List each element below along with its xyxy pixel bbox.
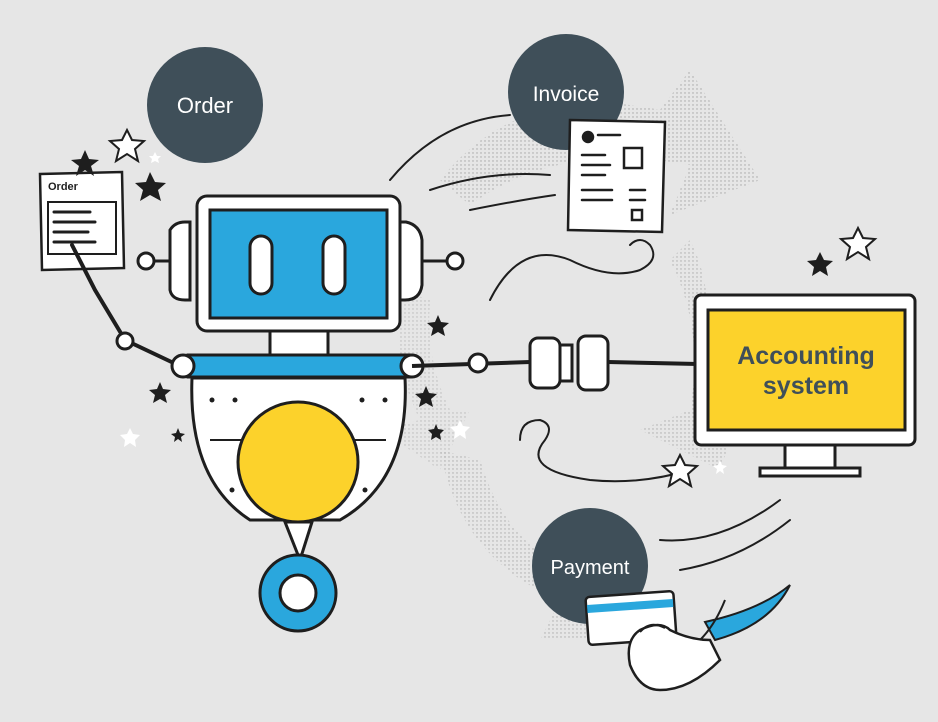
robot-icon	[136, 194, 465, 633]
swoosh-shape	[703, 584, 791, 642]
invoice-bubble-label: Invoice	[533, 83, 600, 106]
order-bubble: Order	[147, 47, 263, 163]
robot-arm	[70, 243, 182, 368]
monitor-title-line1: Accounting	[737, 342, 875, 370]
monitor-icon: Accounting system	[693, 293, 917, 478]
motion-lines	[389, 114, 791, 571]
hand-icon	[627, 599, 726, 692]
order-document-title: Order	[48, 181, 79, 193]
payment-bubble-label: Payment	[551, 557, 630, 579]
plug-icon	[411, 334, 699, 392]
order-bubble-label: Order	[177, 93, 233, 118]
order-document-icon: Order	[38, 170, 126, 272]
star-icon	[71, 127, 878, 489]
invoice-document-icon	[566, 118, 667, 234]
monitor-title-line2: system	[763, 372, 849, 400]
